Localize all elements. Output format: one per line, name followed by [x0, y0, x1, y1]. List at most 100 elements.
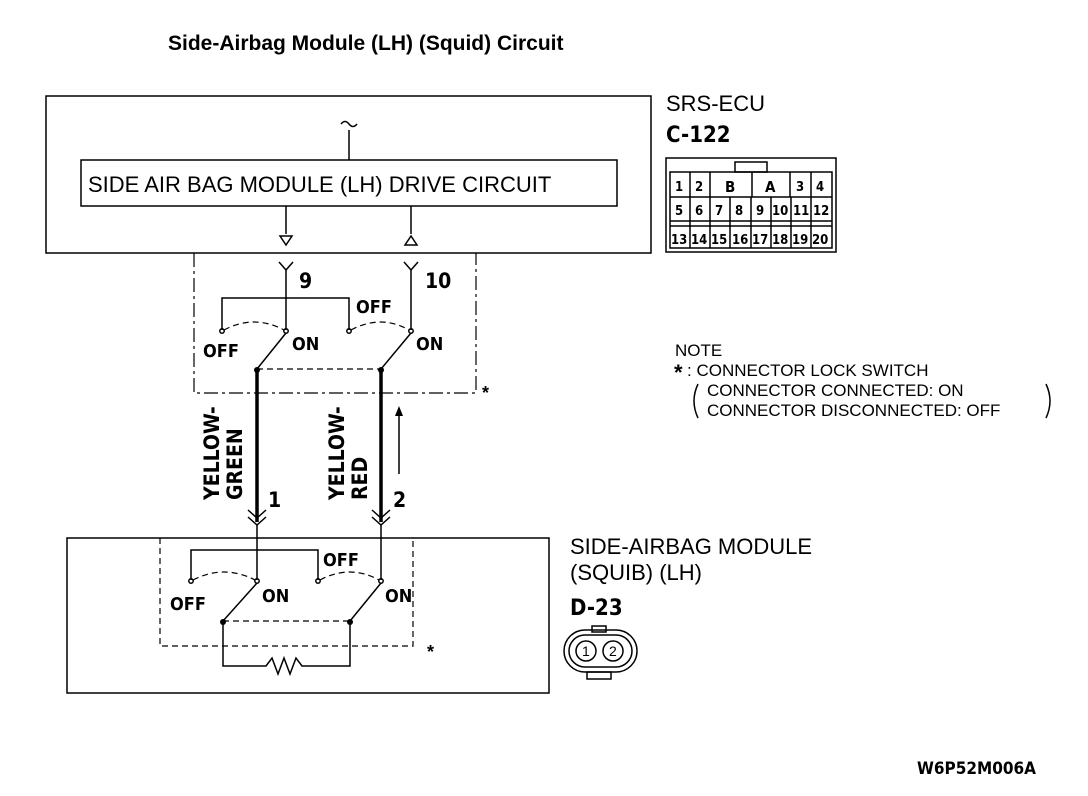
module-connector-inner	[568, 634, 633, 668]
pin-2-label: 2	[393, 488, 406, 512]
terminal-arrow-down	[278, 235, 294, 247]
power-symbol	[340, 120, 358, 128]
module-switch-contact	[378, 578, 384, 584]
ecu-connector-latch	[734, 161, 768, 173]
ecu-connector-face: 1 2 B A 3 4 5 6 7 8 9 10 11 12 13 14 15 …	[665, 157, 837, 253]
ecu-switch-on-left: ON	[292, 334, 319, 355]
note-line-3: CONNECTOR DISCONNECTED: OFF	[707, 401, 1000, 420]
pin-10-label: 10	[425, 269, 451, 293]
ecu-connector-outline	[665, 157, 837, 253]
ecu-pin: 5	[675, 204, 683, 219]
module-connector-key-top	[591, 625, 607, 633]
module-switch-arc-left	[192, 571, 256, 581]
module-switch-pivot	[220, 619, 226, 625]
note-star: *	[674, 360, 683, 385]
module-lock-switch-boundary	[159, 538, 414, 647]
ecu-switch-off-left: OFF	[203, 341, 239, 362]
module-connector-label: D-23	[570, 596, 623, 621]
current-arrow-head	[395, 406, 403, 416]
drive-circuit-box	[80, 159, 618, 207]
module-lock-star: *	[427, 642, 434, 662]
srs-ecu-label: SRS-ECU	[666, 91, 765, 116]
figure-code: W6P52M006A	[917, 759, 1036, 779]
note-paren-left	[693, 383, 699, 419]
ecu-pin: 14	[691, 233, 707, 248]
ecu-switch-contact	[408, 328, 414, 334]
ecu-switch-blade-right	[380, 332, 412, 370]
module-switch-contact	[188, 578, 194, 584]
module-label-line1: SIDE-AIRBAG MODULE	[570, 534, 812, 559]
pin-9-connector	[278, 261, 294, 272]
module-pin: 1	[582, 643, 590, 659]
module-switch-on-left: ON	[262, 586, 289, 607]
ecu-pin: 3	[796, 180, 804, 195]
ecu-pin: 1	[675, 180, 683, 195]
ecu-switch-on-right: ON	[416, 334, 443, 355]
ecu-switch-pivot	[378, 367, 384, 373]
ecu-switch-contact	[219, 328, 225, 334]
ecu-lock-switch-boundary	[193, 253, 477, 394]
module-connector-pin-circle	[575, 640, 597, 662]
ecu-switch-arc-right	[350, 321, 410, 331]
ecu-switch-off-bridge	[221, 297, 350, 330]
wire-1-color-line2-group: GREEN	[223, 428, 247, 500]
wire-1-color-line1: YELLOW-	[200, 406, 224, 501]
module-switch-pivot	[347, 619, 353, 625]
ecu-pin: 11	[793, 204, 809, 219]
pin-9-label: 9	[299, 269, 312, 293]
module-connector-outline	[563, 629, 638, 673]
note-line-1: : CONNECTOR LOCK SWITCH	[687, 361, 928, 380]
ecu-pin: 15	[711, 233, 727, 248]
ecu-pin: 4	[816, 180, 824, 195]
ecu-pin: 9	[756, 204, 764, 219]
module-switch-blade-right	[349, 582, 382, 622]
ecu-lock-star: *	[482, 383, 489, 403]
diagram-title: Side-Airbag Module (LH) (Squid) Circuit	[168, 32, 563, 55]
ecu-pin: 18	[772, 233, 788, 248]
module-switch-on-right: ON	[385, 586, 412, 607]
wire-2-color-line2: RED	[348, 457, 372, 500]
ecu-pin: 16	[732, 233, 748, 248]
module-switch-contact	[254, 578, 260, 584]
module-connector-pin-circle	[602, 640, 624, 662]
wire-1-color-line2: GREEN	[223, 428, 247, 500]
ecu-pin: B	[725, 178, 735, 196]
module-connector-key-bottom	[586, 671, 612, 680]
terminal-arrow-up	[403, 234, 419, 246]
ecu-pin: 8	[735, 204, 743, 219]
ecu-connector-label: C-122	[666, 123, 731, 148]
pin-1-label: 1	[268, 488, 281, 512]
ecu-pin: 10	[772, 204, 788, 219]
module-box	[66, 537, 550, 694]
ecu-switch-contact	[346, 328, 352, 334]
squib-resistor	[222, 624, 351, 677]
module-switch-blade-left	[222, 582, 258, 622]
ecu-pin: A	[765, 178, 776, 196]
module-switch-arc-right	[319, 571, 380, 581]
module-switch-off-right: OFF	[323, 550, 359, 571]
ecu-pin: 2	[695, 180, 703, 195]
module-connector-face: 1 2	[563, 625, 638, 680]
pin-10-connector	[403, 261, 419, 272]
note-line-2: CONNECTOR CONNECTED: ON	[707, 381, 964, 400]
note-heading: NOTE	[675, 341, 722, 360]
drive-circuit-label: SIDE AIR BAG MODULE (LH) DRIVE CIRCUIT	[88, 172, 551, 197]
ecu-pin: 20	[812, 233, 828, 248]
ecu-pin: 17	[752, 233, 768, 248]
wire-2-color-line1: YELLOW-	[325, 406, 349, 501]
ecu-pin: 13	[671, 233, 687, 248]
wire-2-color-line2-group: RED	[348, 457, 372, 500]
srs-ecu-box	[45, 95, 652, 254]
module-switch-off-left: OFF	[170, 594, 206, 615]
note-paren-right	[1045, 383, 1051, 419]
ecu-pin: 7	[715, 204, 723, 219]
ecu-switch-arc-left	[223, 321, 285, 331]
ecu-switch-off-right: OFF	[356, 297, 392, 318]
ecu-pin: 6	[695, 204, 703, 219]
ecu-switch-contact	[283, 328, 289, 334]
ecu-switch-pivot	[254, 367, 260, 373]
module-pin: 2	[609, 643, 617, 659]
ecu-pin: 19	[792, 233, 808, 248]
